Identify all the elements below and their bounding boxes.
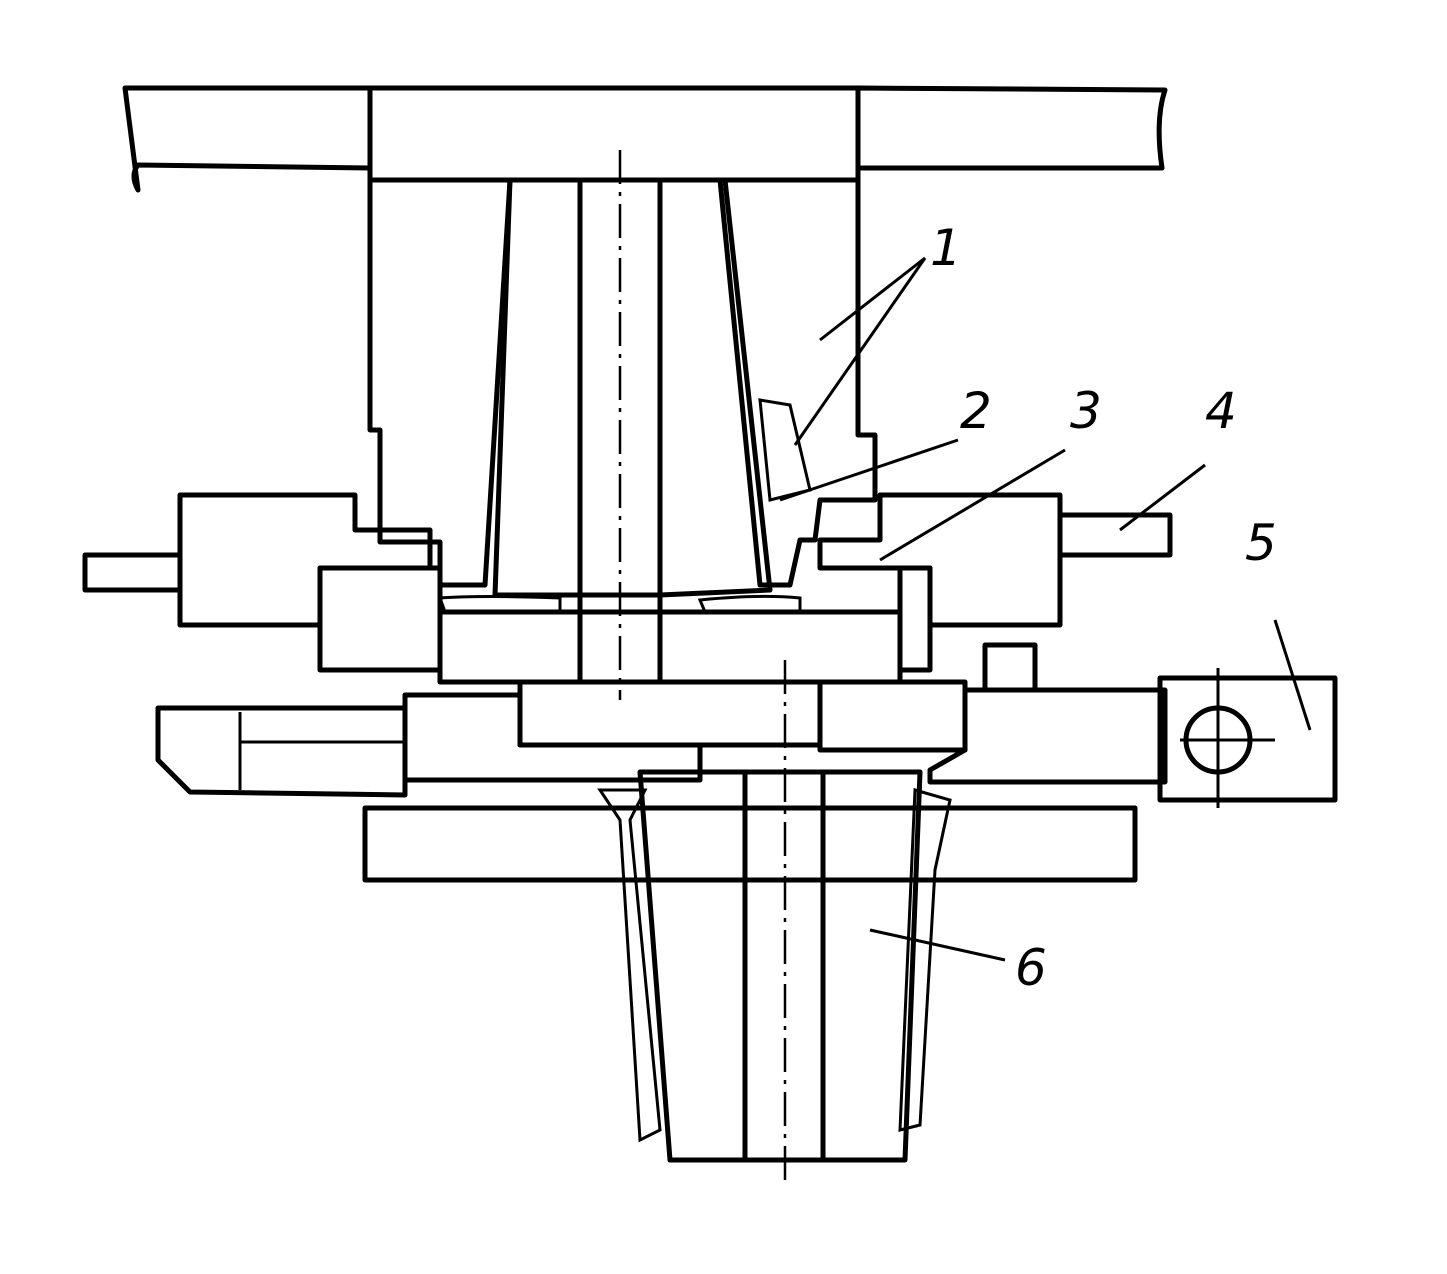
label-part-6: 6 xyxy=(1015,939,1047,997)
top-housing-plate xyxy=(122,85,1168,193)
leader-lines xyxy=(779,256,1312,962)
label-part-1: 1 xyxy=(930,219,962,277)
label-part-3: 3 xyxy=(1070,382,1102,440)
left-arm xyxy=(155,705,408,798)
label-part-4: 4 xyxy=(1205,382,1237,440)
insulator-body xyxy=(367,177,878,588)
right-clamp-ring xyxy=(817,492,1173,628)
upper-cone xyxy=(492,177,773,598)
part-labels: 1 2 3 4 5 6 xyxy=(930,219,1277,997)
lower-washer xyxy=(362,805,1138,883)
label-part-5: 5 xyxy=(1245,514,1277,572)
bottom-cone xyxy=(597,769,952,1163)
seal-layer xyxy=(437,594,802,614)
lever xyxy=(1157,668,1338,808)
center-axis xyxy=(618,150,787,1185)
central-disk xyxy=(437,565,933,685)
label-part-2: 2 xyxy=(960,382,992,440)
left-clamp-ring xyxy=(82,492,443,673)
